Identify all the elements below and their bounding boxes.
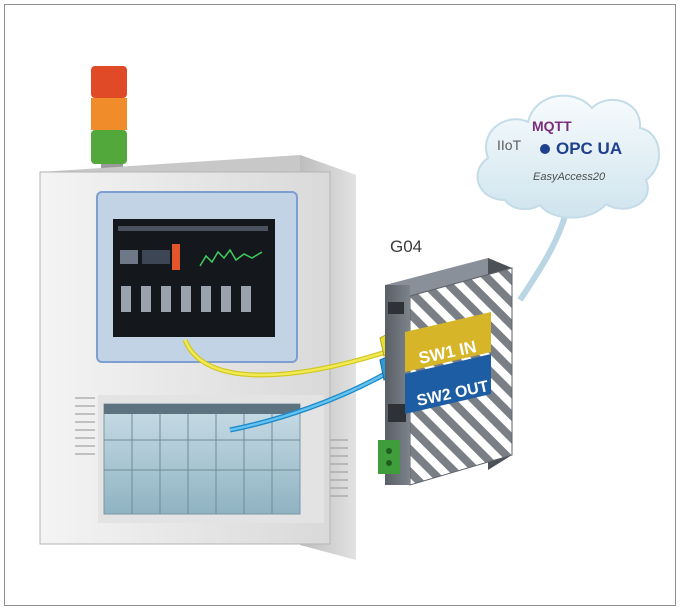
- hmi-motor-row: [121, 286, 251, 312]
- sw2-band: [405, 354, 491, 414]
- iiot-label: IIoT: [497, 137, 522, 153]
- terminal-screw: [386, 460, 392, 466]
- signal-light-orange: [91, 98, 127, 130]
- signal-light-green: [91, 130, 127, 164]
- cloud-link: [517, 204, 571, 302]
- blue-cable-highlight: [229, 368, 393, 432]
- gateway-top: [385, 258, 512, 296]
- gateway-device: SW1 IN SW2 OUT: [378, 258, 513, 486]
- hmi-screen: [113, 219, 275, 337]
- terminal-screw: [386, 448, 392, 454]
- iiot-cloud: MQTT IIoT OPC UA EasyAccess20: [476, 94, 660, 219]
- plc-terminal-strip: [104, 404, 300, 414]
- gateway-port: [388, 404, 406, 422]
- power-terminal: [378, 440, 400, 474]
- hmi-title-bar: [118, 226, 268, 231]
- signal-tower: [91, 66, 127, 176]
- hmi-trend-line: [199, 248, 263, 267]
- yellow-cable-highlight: [183, 339, 393, 377]
- gateway-model-label: G04: [390, 237, 422, 256]
- opcua-label: OPC UA: [556, 139, 622, 158]
- hmi-panel: [96, 191, 298, 363]
- cabinet-vent-right: [330, 439, 348, 497]
- gateway-leds: [388, 302, 404, 314]
- signal-light-red: [91, 66, 127, 98]
- figure-border: [4, 4, 676, 606]
- cabinet-vent-left: [75, 397, 95, 455]
- easyaccess-label: EasyAccess20: [533, 171, 606, 183]
- hmi-bar-gauge: [172, 244, 180, 270]
- hmi-icon-block: [120, 250, 138, 264]
- mqtt-label: MQTT: [532, 118, 572, 134]
- hmi-readout: [142, 250, 170, 264]
- cloud-shape: [476, 94, 660, 219]
- opcua-logo-icon: [540, 144, 550, 154]
- sw1-band: [405, 312, 491, 372]
